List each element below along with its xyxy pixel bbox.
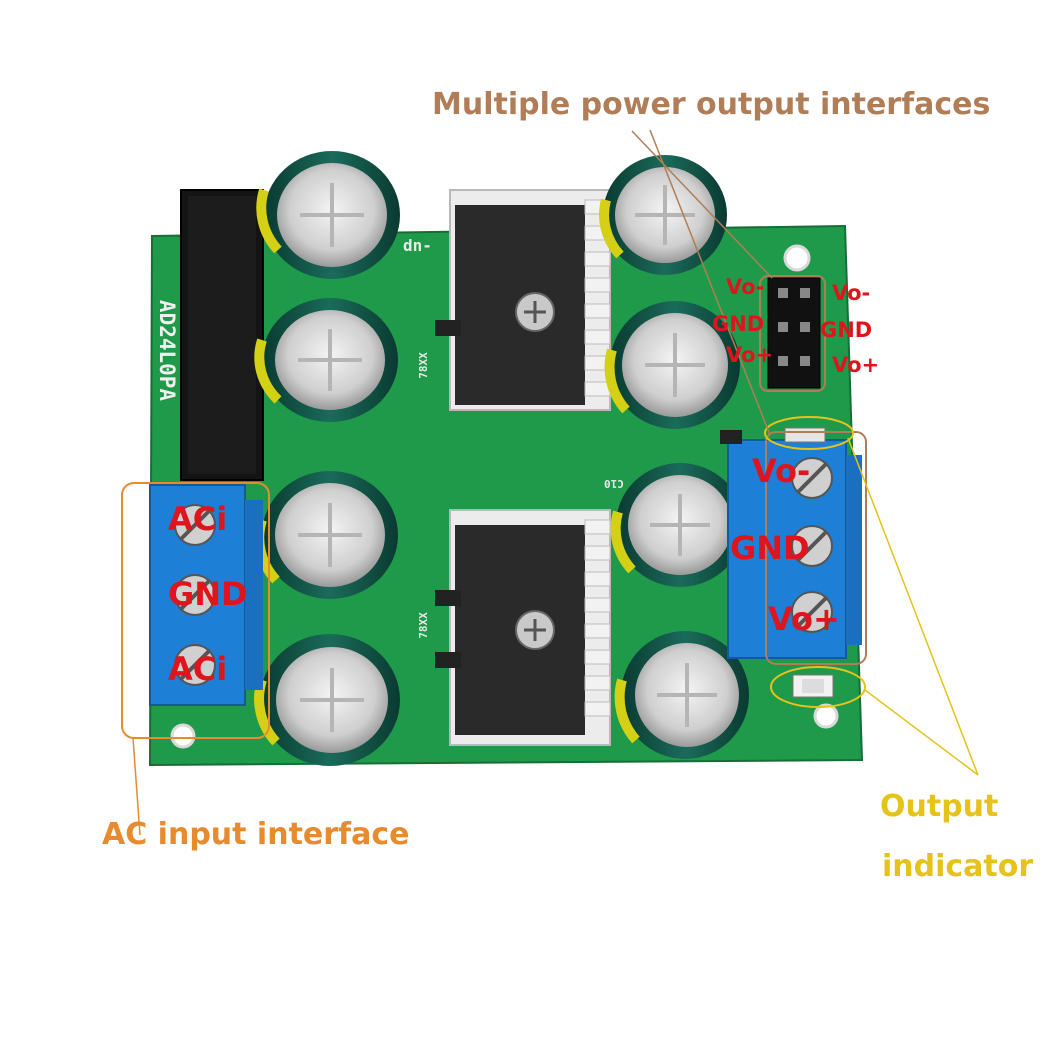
ac-terminal-label: ACi bbox=[168, 500, 228, 538]
bridge-rectifier bbox=[180, 189, 264, 481]
header-label-left: Vo- bbox=[726, 275, 765, 299]
ac-input-callout: AC input interface bbox=[102, 817, 410, 852]
callout-shapes bbox=[121, 129, 979, 836]
capacitor bbox=[254, 471, 398, 599]
capacitor bbox=[610, 463, 744, 587]
capacitor-ref-silkscreen: C10 bbox=[604, 477, 624, 490]
ac-terminal-label: ACi bbox=[168, 650, 228, 688]
regulator-silkscreen: 78XX bbox=[416, 352, 430, 379]
multiple-output-callout: Multiple power output interfaces bbox=[432, 87, 991, 122]
regulator-silkscreen: 78XX bbox=[416, 612, 430, 639]
dc-output-highlight bbox=[765, 431, 867, 665]
header-label-right: Vo- bbox=[832, 281, 871, 305]
pointer-line bbox=[864, 689, 979, 776]
header-label-left: GND bbox=[712, 312, 765, 336]
ac-input-highlight bbox=[121, 482, 270, 739]
capacitor bbox=[254, 634, 400, 766]
heatsink-bottom bbox=[449, 509, 611, 746]
board-name-silkscreen: AD24L0PA bbox=[155, 299, 180, 402]
capacitor bbox=[614, 631, 749, 759]
output-indicator-callout-line2: indicator bbox=[882, 849, 1034, 884]
header-label-right: GND bbox=[820, 318, 873, 342]
output-indicator-callout-line1: Output bbox=[880, 789, 999, 824]
capacitor bbox=[599, 155, 727, 275]
header-label-left: Vo+ bbox=[726, 343, 774, 367]
indicator-highlight-top bbox=[764, 416, 854, 450]
ac-terminal-label: GND bbox=[168, 575, 248, 613]
capacitor bbox=[604, 301, 740, 429]
pointer-line bbox=[649, 129, 771, 436]
header-label-right: Vo+ bbox=[832, 353, 880, 377]
heatsink-top bbox=[449, 189, 611, 411]
logo-silkscreen: dn- bbox=[403, 236, 432, 255]
dc-terminal-label: Vo- bbox=[752, 452, 811, 490]
pointer-line bbox=[132, 737, 141, 836]
dc-terminal-label: Vo+ bbox=[768, 600, 840, 638]
dc-terminal-label: GND bbox=[730, 529, 810, 567]
indicator-highlight-bottom bbox=[770, 666, 866, 708]
ac-terminal-block bbox=[149, 484, 263, 706]
dc-terminal-block bbox=[727, 439, 862, 659]
pin-header bbox=[767, 277, 821, 389]
pointer-line bbox=[847, 437, 979, 776]
pin-header-highlight bbox=[759, 275, 826, 392]
capacitor bbox=[254, 298, 398, 422]
pointer-line bbox=[631, 130, 773, 279]
capacitor bbox=[256, 151, 400, 279]
